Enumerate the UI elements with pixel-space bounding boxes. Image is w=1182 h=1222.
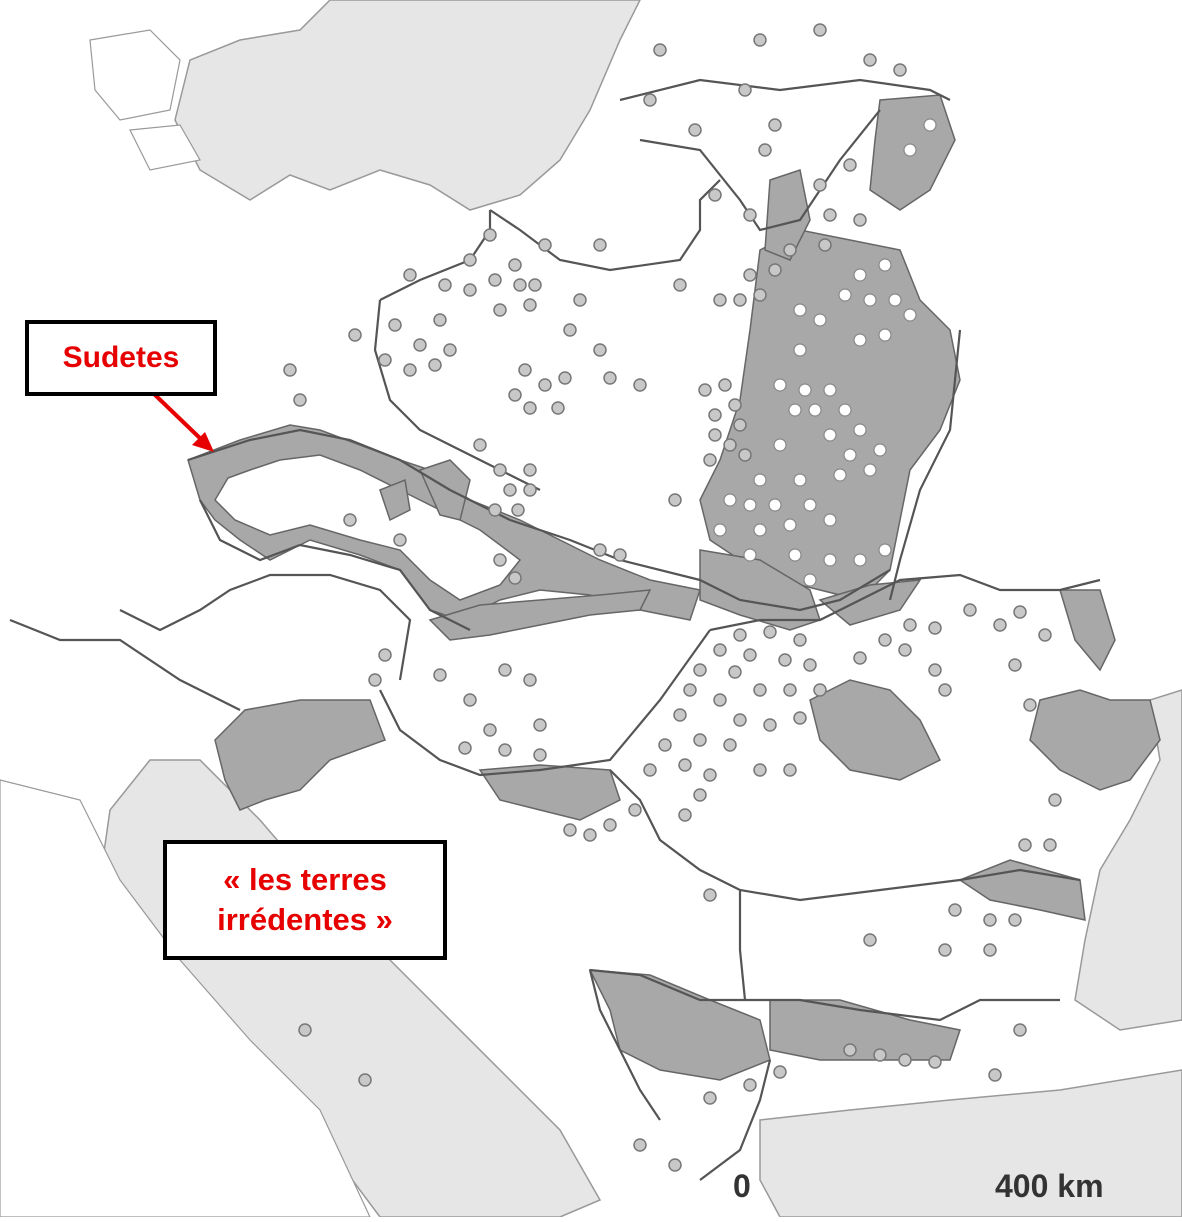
transylvania-area — [809, 679, 942, 781]
sudetes-label-text: Sudetes — [62, 341, 180, 374]
scale-distance-label: 400 km — [995, 1168, 1104, 1204]
sudetes-label: Sudetes — [25, 320, 217, 396]
lithuania-border-area — [764, 169, 811, 261]
terres-label-line-1: « les terres — [223, 862, 387, 897]
population-dots — [283, 23, 1062, 1172]
terres-label-line-2: irrédentes » — [217, 902, 393, 937]
scale-zero-label: 0 — [733, 1168, 751, 1204]
vojvodina-area — [478, 764, 621, 821]
terres-irredentes-label: « les terres irrédentes » — [163, 840, 447, 960]
carpathian-area — [699, 549, 821, 631]
baltic-sea — [174, 0, 641, 211]
thrace-area — [769, 999, 961, 1061]
danish-islands — [89, 29, 201, 171]
croatia-area — [214, 699, 386, 811]
patch-2 — [379, 478, 411, 522]
bessarabia-area — [1058, 589, 1116, 672]
sudetes-arrow — [150, 390, 214, 452]
aegean-sea — [759, 1069, 1182, 1218]
patch-1 — [418, 459, 471, 521]
macedonia-area — [588, 969, 771, 1081]
delta-area — [1029, 689, 1161, 791]
population-dots-light — [713, 118, 937, 587]
slovakia-strip-area — [428, 589, 652, 641]
